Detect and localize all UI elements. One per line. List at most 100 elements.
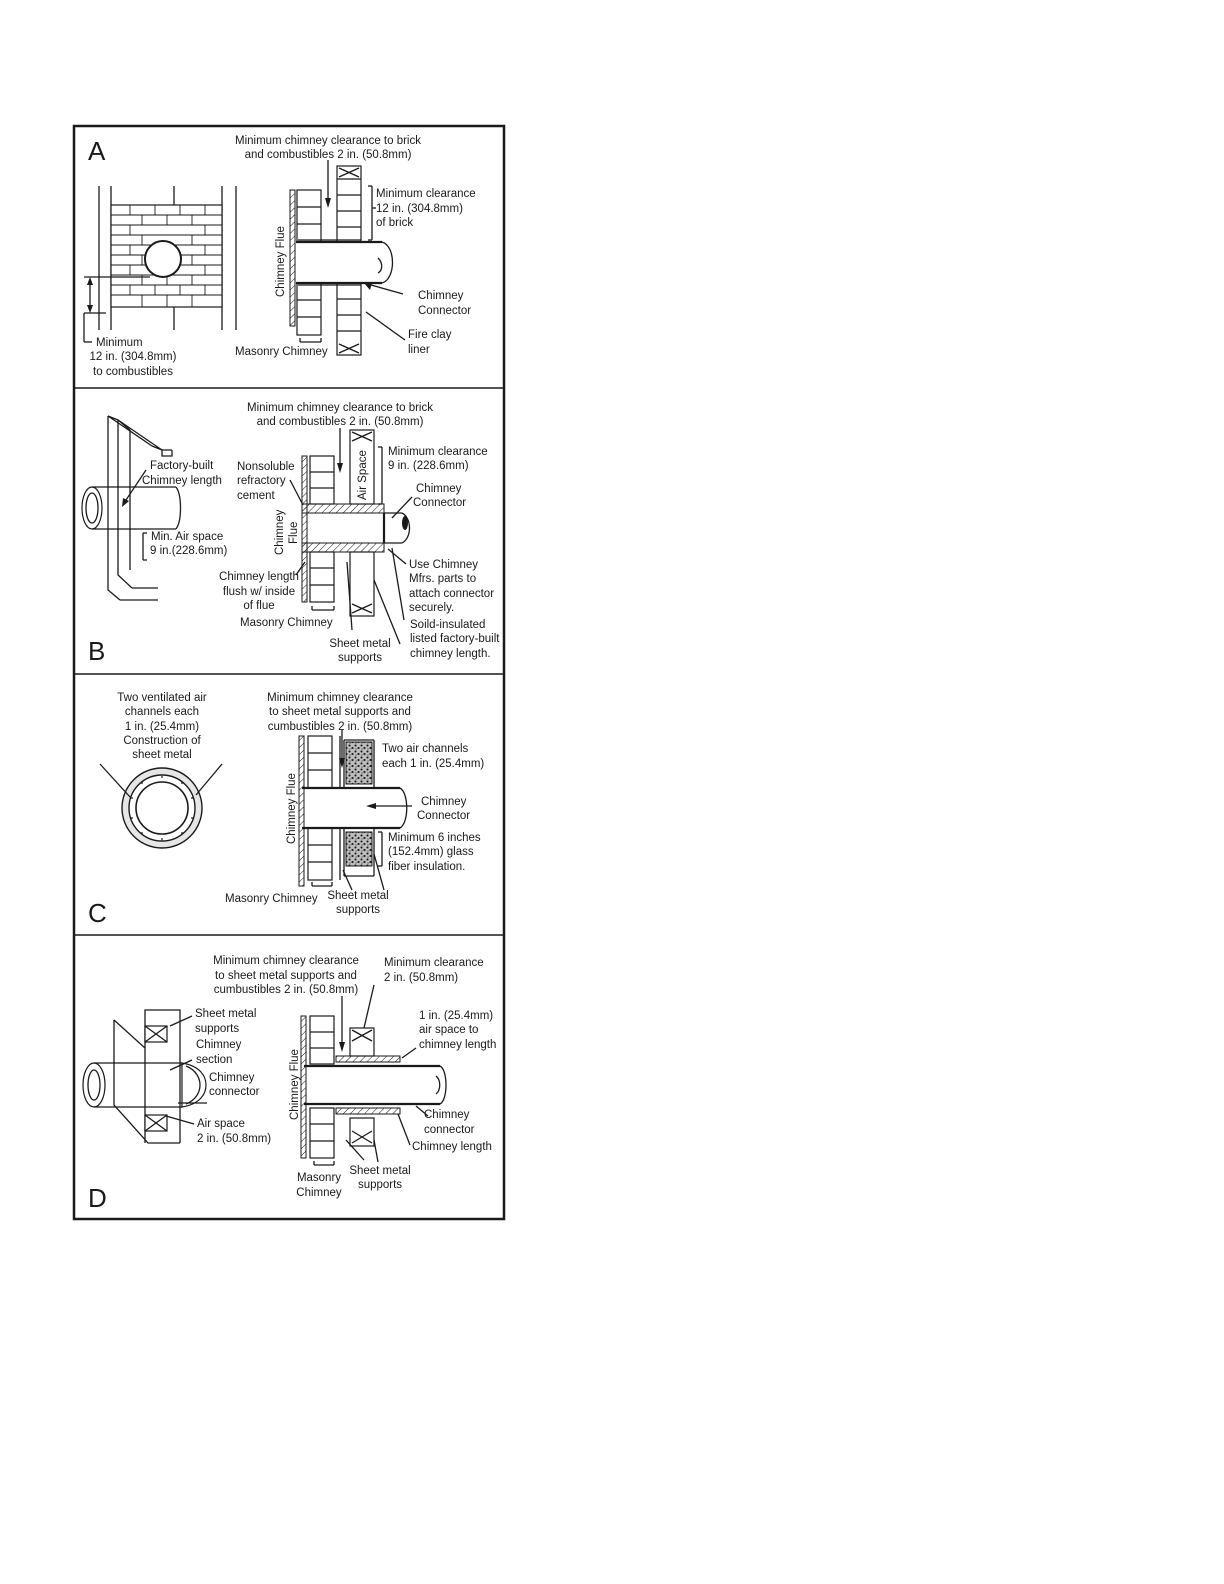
panel-a-masonry: Masonry Chimney xyxy=(235,346,328,358)
panel-d-clearance-top-2: to sheet metal supports and xyxy=(215,970,357,982)
panel-c-connector-1: Chimney xyxy=(421,796,467,808)
panel-d-masonry-1: Masonry xyxy=(297,1172,341,1184)
panel-c-ring xyxy=(99,763,223,849)
panel-d-letter: D xyxy=(88,1183,107,1213)
panel-b-flue-1: Chimney xyxy=(274,509,286,555)
panel-d-masonry-2: Chimney xyxy=(296,1187,342,1199)
panel-d-supports-2: supports xyxy=(358,1179,402,1191)
panel-c-supports-2: supports xyxy=(336,904,380,916)
panel-c-two-vent-4: Construction of xyxy=(123,735,201,747)
panel-c-min-six-2: (152.4mm) glass xyxy=(388,846,474,858)
panel-b-masonry: Masonry Chimney xyxy=(240,617,333,629)
panel-c-min-six-3: fiber insulation. xyxy=(388,861,465,873)
panel-b-clearance-top-1: Minimum chimney clearance to brick xyxy=(247,402,433,414)
panel-d-one-in-3: chimney length xyxy=(419,1039,496,1051)
panel-b-solid-3: chimney length. xyxy=(410,648,491,660)
panel-c-letter: C xyxy=(88,898,107,928)
panel-b-factory-1: Factory-built xyxy=(150,460,214,472)
panel-c-two-vent-1: Two ventilated air xyxy=(117,692,207,704)
panel-b-nonsoluble-2: refractory xyxy=(237,475,286,487)
panel-a-clearance-top-1: Minimum chimney clearance to brick xyxy=(235,135,421,147)
panel-c-masonry: Masonry Chimney xyxy=(225,893,318,905)
panel-a-clearance-right-2: 12 in. (304.8mm) xyxy=(376,203,463,215)
panel-b-perspective xyxy=(81,415,182,601)
panel-c: C Two ventilated air channels each 1 in.… xyxy=(88,692,484,928)
panel-d-air-space-2: 2 in. (50.8mm) xyxy=(197,1133,271,1145)
panel-b-nonsoluble-1: Nonsoluble xyxy=(237,461,295,473)
panel-b-connector-2: Connector xyxy=(413,497,466,509)
panel-d-left-connector-2: connector xyxy=(209,1086,260,1098)
panel-c-connector-2: Connector xyxy=(417,810,470,822)
panel-b-section xyxy=(289,428,413,645)
panel-a-flue: Chimney Flue xyxy=(275,226,287,297)
panel-d-one-in-1: 1 in. (25.4mm) xyxy=(419,1010,493,1022)
panel-a-clearance-right-3: of brick xyxy=(376,217,413,229)
panel-b-clearance-right-2: 9 in. (228.6mm) xyxy=(388,460,469,472)
panel-c-section xyxy=(298,730,412,891)
panel-c-flue: Chimney Flue xyxy=(286,773,298,844)
panel-c-min-six-1: Minimum 6 inches xyxy=(388,832,481,844)
panel-d-clearance-top-1: Minimum chimney clearance xyxy=(213,955,359,967)
panel-b-clearance-top-2: and combustibles 2 in. (50.8mm) xyxy=(257,416,424,428)
panel-a-min-left-3: to combustibles xyxy=(93,366,173,378)
panel-c-clearance-top-1: Minimum chimney clearance xyxy=(267,692,413,704)
panel-b-use-mfrs-3: attach connector xyxy=(409,588,494,600)
panel-d-air-space-1: Air space xyxy=(197,1118,245,1130)
panel-d-connector-1: Chimney xyxy=(424,1109,470,1121)
panel-a-section xyxy=(289,160,406,356)
panel-b-supports-2: supports xyxy=(338,652,382,664)
panel-b: B Minimum chimney clearance to brick and… xyxy=(81,402,500,666)
panel-c-two-air-1: Two air channels xyxy=(382,743,469,755)
panel-b-flue-2: Flue xyxy=(288,522,300,544)
panel-d-section-1: Chimney xyxy=(196,1039,242,1051)
panel-b-nonsoluble-3: cement xyxy=(237,490,276,502)
panel-b-solid-1: Soild-insulated xyxy=(410,619,485,631)
panel-b-flush-2: flush w/ inside xyxy=(223,586,295,598)
panel-a-min-left-2: 12 in. (304.8mm) xyxy=(90,351,177,363)
panel-d-clearance-right-1: Minimum clearance xyxy=(384,957,484,969)
panel-a-clearance-right-1: Minimum clearance xyxy=(376,188,476,200)
panel-d-supports-1: Sheet metal xyxy=(349,1165,410,1177)
panel-b-use-mfrs-1: Use Chimney xyxy=(409,559,478,571)
panel-a-connector-2: Connector xyxy=(418,305,471,317)
panel-b-factory-2: Chimney length xyxy=(142,475,222,487)
panel-d-one-in-2: air space to xyxy=(419,1024,478,1036)
panel-b-supports-1: Sheet metal xyxy=(329,638,390,650)
panel-a-liner-1: Fire clay xyxy=(408,329,452,341)
panel-c-clearance-top-3: cumbustibles 2 in. (50.8mm) xyxy=(268,721,413,733)
panel-b-flush-3: of flue xyxy=(243,600,274,612)
panel-c-two-vent-2: channels each xyxy=(125,706,199,718)
panel-b-min-air-2: 9 in.(228.6mm) xyxy=(150,545,228,557)
panel-d-connector-2: connector xyxy=(424,1124,475,1136)
panel-b-clearance-right-1: Minimum clearance xyxy=(388,446,488,458)
panel-c-two-vent-5: sheet metal xyxy=(132,749,191,761)
panel-c-clearance-top-2: to sheet metal supports and xyxy=(269,706,411,718)
panel-b-air-space: Air Space xyxy=(357,450,369,500)
panel-a-connector-1: Chimney xyxy=(418,290,464,302)
panel-d: D Minimum chimney clearance to sheet met… xyxy=(82,955,496,1213)
panel-b-solid-2: listed factory-built xyxy=(410,633,500,645)
panel-d-perspective xyxy=(82,1009,207,1144)
panel-c-two-air-2: each 1 in. (25.4mm) xyxy=(382,758,484,770)
panel-b-use-mfrs-4: securely. xyxy=(409,602,454,614)
figure-frame xyxy=(72,124,506,1221)
panel-b-min-air-1: Min. Air space xyxy=(151,531,223,543)
panel-d-sm-supports-2: supports xyxy=(195,1023,239,1035)
panel-d-clearance-right-2: 2 in. (50.8mm) xyxy=(384,972,458,984)
panel-b-letter: B xyxy=(88,636,105,666)
panel-d-clearance-top-3: cumbustibles 2 in. (50.8mm) xyxy=(214,984,359,996)
panel-d-flue: Chimney Flue xyxy=(289,1049,301,1120)
panel-d-section xyxy=(300,984,447,1166)
panel-a-min-left-1: Minimum xyxy=(96,337,143,349)
panel-a-liner-2: liner xyxy=(408,344,430,356)
panel-d-left-connector-1: Chimney xyxy=(209,1072,255,1084)
panel-b-flush-1: Chimney length xyxy=(219,571,299,583)
panel-a-clearance-top-2: and combustibles 2 in. (50.8mm) xyxy=(245,149,412,161)
panel-d-length: Chimney length xyxy=(412,1141,492,1153)
panel-b-use-mfrs-2: Mfrs. parts to xyxy=(409,573,476,585)
panel-a-letter: A xyxy=(88,136,106,166)
panel-d-section-2: section xyxy=(196,1054,232,1066)
panel-b-connector-1: Chimney xyxy=(416,483,462,495)
panel-a: A Minimum chimney clearance to brick and… xyxy=(83,135,476,378)
